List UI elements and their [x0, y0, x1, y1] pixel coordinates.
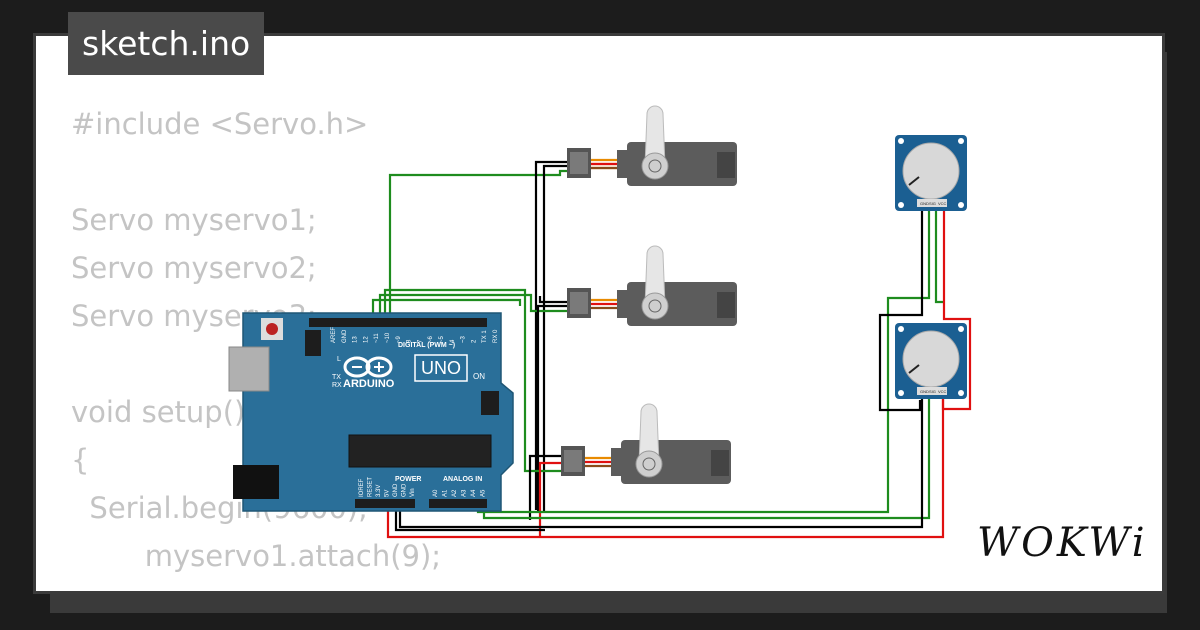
bottom-header-power: [355, 499, 415, 508]
analog-pin-label: A5: [481, 489, 487, 497]
arduino-logo-icon: [343, 356, 393, 378]
icsp-header-2: [305, 330, 321, 356]
top-pin-label: ~10: [385, 332, 391, 343]
power-pin-label: 3.3V: [376, 485, 382, 497]
power-pin-label: GND: [393, 483, 399, 497]
preview-card: #include <Servo.h> Servo myservo1; Servo m…: [33, 33, 1165, 594]
digital-label: DIGITAL (PWM ~): [398, 342, 455, 349]
pot-pin-label: SIG: [929, 389, 936, 394]
wire-servo1-vcc: [542, 164, 567, 512]
wokwi-logo: WOKWi: [977, 520, 1148, 566]
arduino-logo-text: ARDUINO: [343, 378, 395, 390]
wire-gnd-main: [394, 505, 545, 532]
wire-vcc-main: [386, 395, 945, 539]
analog-pin-label: A1: [443, 489, 449, 497]
wire-servo2-signal: [378, 293, 567, 317]
wire-pot2-gnd: [398, 395, 924, 529]
arduino-uno: ARDUINO UNO DIGITAL (PWM ~) ANALOG IN PO…: [228, 312, 514, 512]
top-pin-label: 4: [450, 339, 456, 343]
power-pin-label: IOREF: [359, 478, 365, 497]
code-line: Servo myservo2;: [71, 251, 317, 285]
analog-pin-label: A3: [462, 489, 468, 497]
top-pin-label: GND: [342, 329, 348, 343]
code-line: #include <Servo.h>: [71, 107, 369, 141]
top-pin-label: 8: [407, 339, 413, 343]
top-pin-label: RX 0: [493, 329, 499, 343]
wire-pot1-vcc: [934, 207, 944, 304]
top-pin-label: 7: [417, 339, 423, 343]
servo-3: [561, 403, 731, 484]
wire-servo2-signal-b: [371, 298, 522, 317]
wire-pot1-gnd: [878, 207, 924, 412]
top-pin-label: ~6: [428, 335, 434, 343]
top-header: [309, 318, 487, 327]
top-pin-label: TX 1: [482, 330, 488, 343]
wire-servo1-signal: [388, 169, 567, 317]
analog-pin-label: A4: [471, 489, 477, 497]
analog-pin-label: A0: [433, 489, 439, 497]
uno-label-box: [414, 354, 468, 382]
top-pin-label: ~3: [461, 335, 467, 343]
code-line: Servo myservo1;: [71, 203, 317, 237]
power-pin-label: RESET: [368, 477, 374, 497]
top-pin-label: 2: [471, 339, 477, 343]
analog-label: ANALOG IN: [443, 476, 482, 483]
power-jack: [233, 465, 279, 499]
code-line: myservo2.attach(10);: [71, 580, 460, 591]
analog-pin-label: A2: [452, 489, 458, 497]
bottom-header-analog: [429, 499, 487, 508]
pot-knob[interactable]: [902, 330, 960, 388]
tx-label: TX: [332, 374, 341, 381]
icsp-header: [481, 391, 499, 415]
file-title: sketch.ino: [68, 12, 265, 75]
pot-pin-label: VCC: [938, 389, 947, 394]
top-pin-label: ~9: [396, 335, 402, 343]
top-pin-label: ~5: [439, 335, 445, 343]
top-pin-label: 12: [363, 336, 369, 343]
code-preview: #include <Servo.h> Servo myservo1; Servo m…: [71, 100, 460, 591]
pot-pin-label: GND: [920, 389, 929, 394]
top-pin-label: 13: [353, 336, 359, 343]
wire-servo2-vcc: [536, 304, 567, 512]
l-label: L: [337, 356, 341, 363]
servo-1: [567, 105, 737, 186]
code-line: void setup(): [71, 395, 246, 429]
usb-port: [228, 346, 270, 392]
pot-pin-label: SIG: [929, 201, 936, 206]
code-line: {: [71, 443, 90, 477]
pot-pin-label: VCC: [938, 201, 947, 206]
microcontroller-chip: [348, 434, 492, 468]
power-label: POWER: [395, 476, 421, 483]
code-line: myservo1.attach(9);: [71, 539, 442, 573]
wire-servo2-gnd: [538, 296, 567, 304]
servo-2: [567, 245, 737, 326]
pot-knob[interactable]: [902, 142, 960, 200]
power-pin-label: Vin: [410, 488, 416, 497]
wire-servo3-gnd: [528, 454, 561, 520]
pot-pin-label: GND: [920, 201, 929, 206]
power-pin-label: 5V: [385, 490, 391, 497]
wire-servo1-gnd: [534, 160, 567, 510]
power-pin-label: GND: [402, 483, 408, 497]
on-label: ON: [473, 372, 485, 381]
top-pin-label: AREF: [331, 327, 337, 343]
rx-label: RX: [332, 382, 342, 389]
top-pin-label: ~11: [374, 333, 380, 343]
reset-button[interactable]: [266, 323, 278, 335]
wire-servo3-signal: [383, 288, 561, 473]
board-model: UNO: [421, 358, 461, 378]
